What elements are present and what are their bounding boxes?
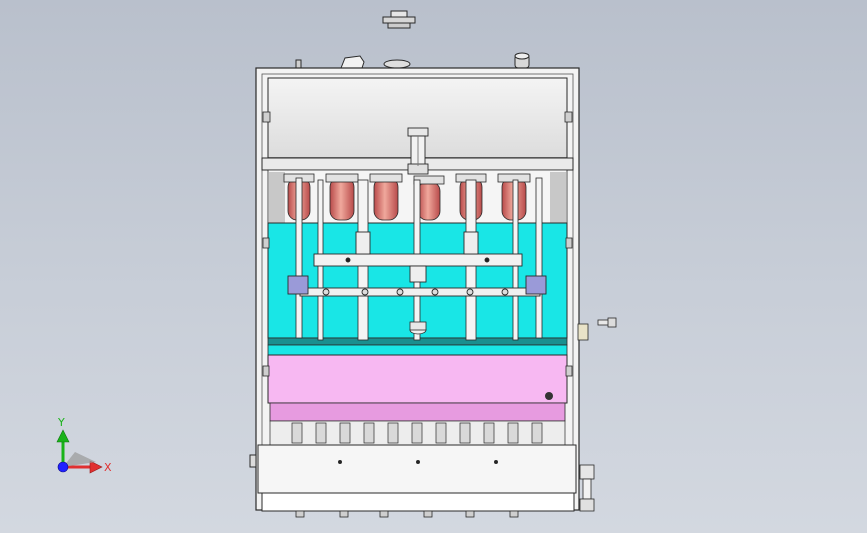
exhaust-flange [382, 10, 416, 29]
lower-chamber [262, 354, 573, 422]
axis-y-label: Y [57, 416, 65, 429]
side-fittings [577, 317, 617, 341]
bottom-sensor [409, 321, 427, 335]
axis-x-label: X [104, 461, 112, 474]
center-cylinder [407, 127, 429, 175]
filter-regulator [579, 464, 595, 512]
tank-2 [325, 173, 359, 221]
axis-triad: Y X [56, 416, 112, 474]
crossbeam [313, 231, 523, 283]
roller-rack [269, 420, 566, 446]
lower-bar [287, 275, 547, 297]
tank-4 [413, 175, 445, 221]
tank-3 [369, 173, 403, 221]
roof-fittings [295, 52, 530, 69]
base-drawer [249, 444, 577, 512]
bottom-feet [295, 510, 519, 518]
